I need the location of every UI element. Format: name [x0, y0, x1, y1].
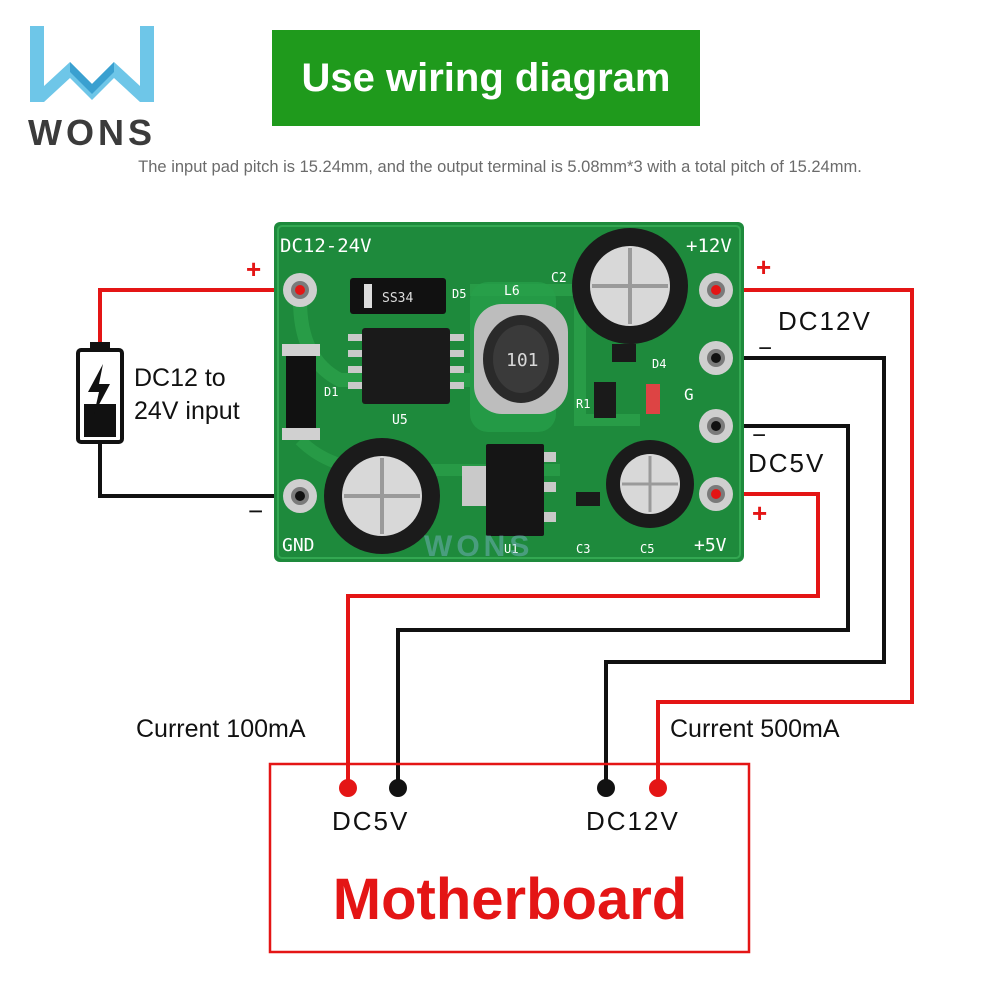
output-12v-pad [699, 273, 733, 307]
board-label-5v: +5V [694, 535, 727, 556]
mb-5v-positive-terminal [339, 779, 357, 797]
capacitor-c2 [572, 228, 688, 344]
wire-input-positive [98, 288, 296, 348]
wire-12v-negative [604, 356, 886, 790]
page-title: Use wiring diagram [301, 56, 671, 100]
mb-dc12v-label: DC12V [586, 806, 680, 836]
silk-ss34: SS34 [382, 291, 413, 306]
out5-plus-sign: + [752, 498, 767, 528]
mb-5v-negative-terminal [389, 779, 407, 797]
input-minus-sign: − [248, 496, 263, 526]
silk-c2: C2 [551, 271, 567, 286]
pcb-board: DC12-24V +12V GND +5V G D5 SS34 L6 101 C… [274, 222, 744, 563]
silk-u1: U1 [504, 542, 518, 556]
input-gnd-pad [283, 479, 317, 513]
capacitor-c5 [606, 440, 694, 528]
silk-u5: U5 [392, 413, 408, 428]
silk-d5: D5 [452, 287, 466, 301]
board-label-12v: +12V [686, 235, 732, 257]
out12-label: DC12V [778, 306, 872, 336]
mb-12v-positive-terminal [649, 779, 667, 797]
motherboard-title: Motherboard [332, 867, 688, 932]
silk-inductor-value: 101 [506, 350, 539, 371]
input-label-line2: 24V input [134, 397, 240, 425]
board-label-gnd: GND [282, 535, 315, 556]
wire-5v-negative [396, 424, 850, 790]
input-label-line1: DC12 to [134, 364, 226, 392]
wire-input-negative [98, 440, 296, 498]
out5-label: DC5V [748, 448, 825, 478]
silk-c3: C3 [576, 542, 590, 556]
mb-12v-negative-terminal [597, 779, 615, 797]
brand-text: WONS [28, 112, 156, 153]
board-watermark: WONS [424, 530, 533, 563]
battery-charge-icon [76, 342, 124, 444]
output-gnd2-pad [699, 409, 733, 443]
diode-d1 [286, 348, 316, 436]
board-label-g: G [684, 385, 694, 404]
resistor-r1 [594, 382, 616, 418]
motherboard-box [268, 762, 751, 954]
wons-logo-icon [30, 26, 154, 102]
output-gnd1-pad [699, 341, 733, 375]
out12-plus-sign: + [756, 252, 771, 282]
input-positive-pad [283, 273, 317, 307]
out5-minus-sign: − [752, 422, 766, 449]
silk-r1: R1 [576, 397, 590, 411]
silk-d1: D1 [324, 385, 338, 399]
capacitor-input [324, 438, 440, 554]
current-5v-label: Current 100mA [136, 715, 306, 743]
current-12v-label: Current 500mA [670, 715, 840, 743]
silk-l6: L6 [504, 284, 520, 299]
board-label-input: DC12-24V [280, 235, 372, 257]
chip-u5 [362, 328, 450, 404]
wire-12v-positive [656, 288, 914, 790]
title-banner: Use wiring diagram [272, 30, 700, 126]
silk-d4: D4 [652, 357, 666, 371]
diode-ss34 [350, 278, 446, 314]
out12-minus-sign: − [758, 335, 772, 362]
output-5v-pad [699, 477, 733, 511]
mb-dc5v-label: DC5V [332, 806, 409, 836]
diode-d4 [612, 344, 636, 362]
wires [98, 288, 914, 790]
silk-c5: C5 [640, 542, 654, 556]
subtitle: The input pad pitch is 15.24mm, and the … [138, 158, 862, 176]
wire-5v-positive [346, 492, 820, 790]
input-plus-sign: + [246, 254, 261, 284]
led [646, 384, 660, 414]
regulator-u1 [486, 444, 544, 536]
